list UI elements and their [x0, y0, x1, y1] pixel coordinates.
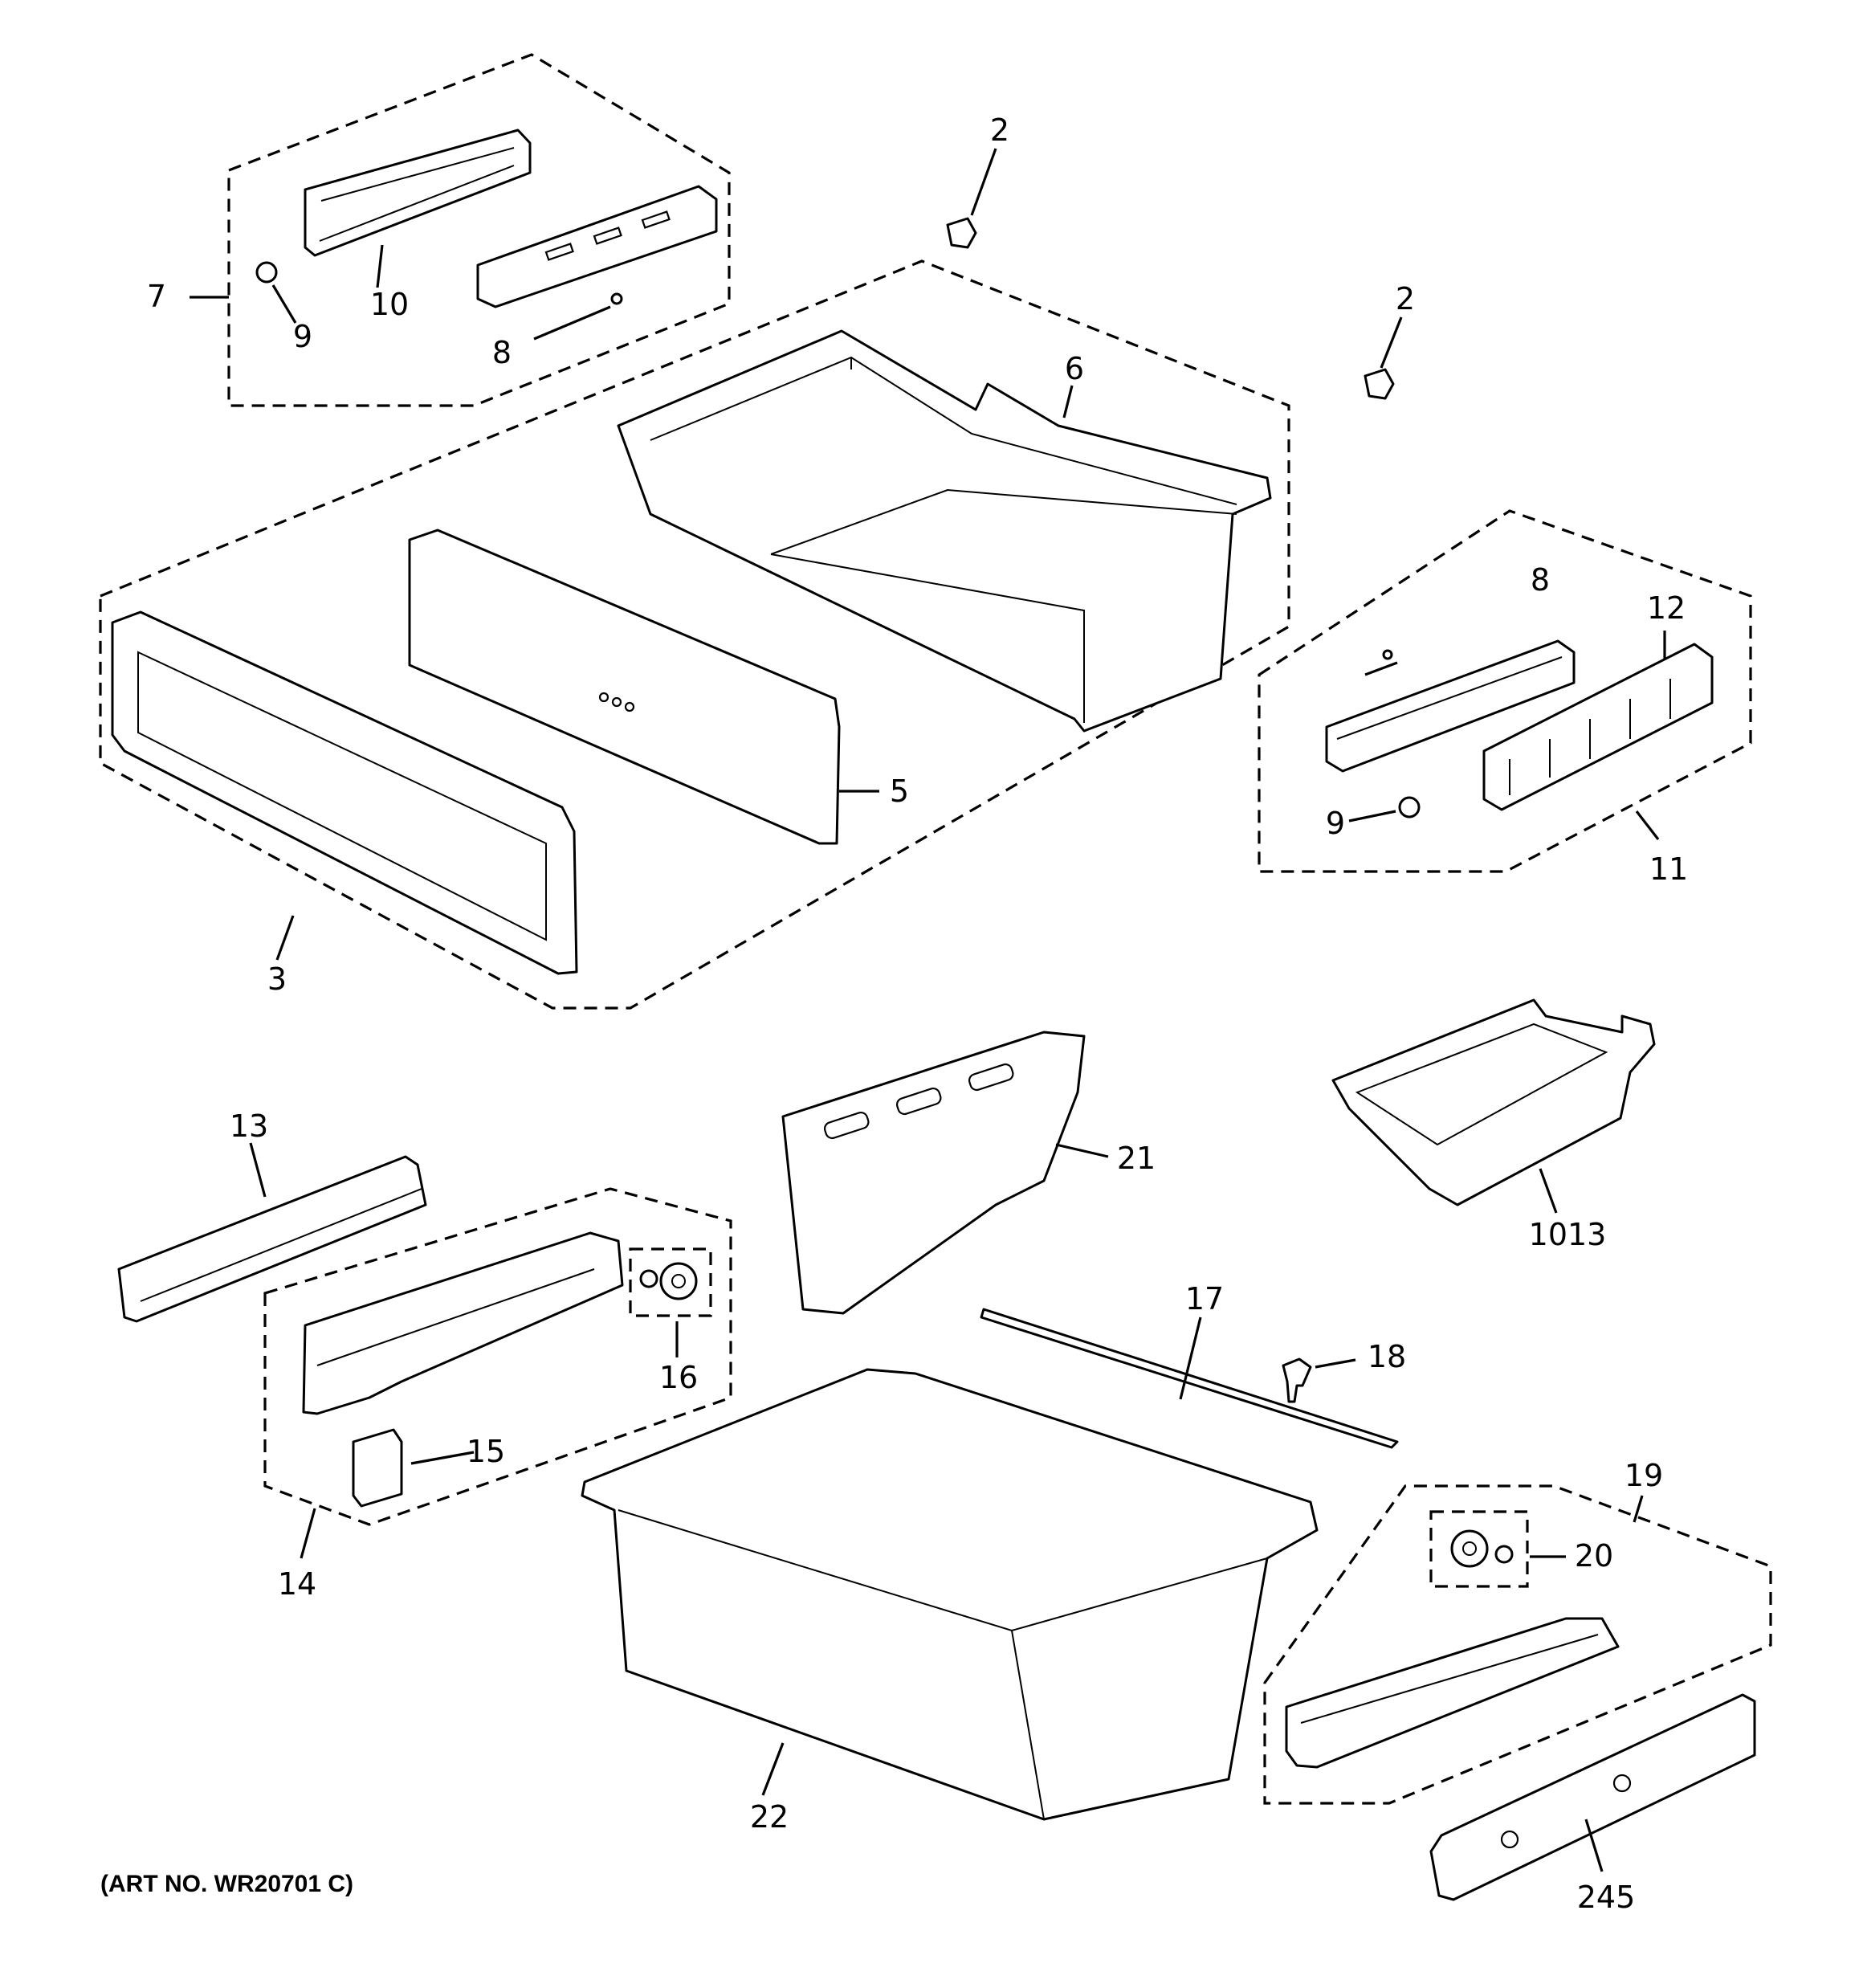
part-10-bracket: [304, 129, 532, 257]
callout-20: 20: [1575, 1538, 1613, 1574]
part-2-clip-lower: [1364, 368, 1395, 400]
callout-18: 18: [1368, 1339, 1406, 1374]
part-8-screw: [610, 292, 623, 305]
callout-7: 7: [147, 279, 166, 314]
callout-14: 14: [278, 1566, 316, 1602]
callout-245: 245: [1577, 1880, 1636, 1915]
part-18-push-pin: [1282, 1357, 1312, 1403]
part-8-slide-rail: [476, 185, 718, 308]
callout-10: 10: [370, 287, 409, 322]
part-16-gear: [639, 1262, 698, 1300]
group-drawer-outline: [99, 259, 1290, 1010]
part-22-basket: [581, 1368, 1319, 1821]
callout-8-right: 8: [1531, 562, 1550, 598]
part-14-rail-assembly: [302, 1231, 624, 1415]
leader-lines: [190, 148, 1666, 1872]
art-number: (ART NO. WR20701 C): [100, 1871, 353, 1897]
callout-2-lower: 2: [1396, 281, 1415, 316]
callout-16: 16: [659, 1360, 698, 1395]
part-6-drawer-bin: [617, 329, 1272, 733]
group-19-outline: [1263, 1484, 1772, 1805]
part-12-bracket-right: [1482, 643, 1714, 811]
group-16-outline: [629, 1247, 712, 1317]
callout-8-upper: 8: [492, 335, 512, 370]
part-3-drawer-front: [111, 610, 578, 975]
callout-5: 5: [890, 774, 909, 809]
group-11-outline: [1258, 509, 1752, 873]
part-21-basket-divider: [781, 1031, 1086, 1315]
callout-1013: 1013: [1529, 1217, 1607, 1252]
callout-labels: 2 2 3 5 6 7 8 8 9 9 10 11 12 13 14 15 16…: [147, 112, 1688, 1915]
callout-6: 6: [1065, 351, 1084, 386]
callout-9-upper: 9: [293, 319, 312, 354]
part-8-rail-right: [1325, 639, 1576, 773]
part-13-rail: [117, 1155, 427, 1323]
part-245-bracket: [1429, 1693, 1756, 1901]
callout-9-right: 9: [1326, 806, 1345, 841]
callout-3: 3: [267, 961, 287, 997]
part-5-front-frame: [408, 529, 841, 845]
callout-22: 22: [750, 1799, 789, 1835]
part-17-rod: [980, 1308, 1399, 1449]
callout-11: 11: [1649, 851, 1688, 887]
part-15-clip: [352, 1428, 403, 1508]
group-14-outline: [263, 1187, 732, 1526]
part-2-clip-upper: [946, 217, 977, 249]
callout-17: 17: [1185, 1281, 1224, 1316]
group-20-outline: [1429, 1510, 1529, 1588]
part-9-screw-right: [1398, 796, 1421, 818]
callout-15: 15: [467, 1434, 505, 1469]
part-8-pin-right: [1382, 649, 1393, 660]
callout-12: 12: [1647, 590, 1686, 626]
callout-13: 13: [230, 1108, 268, 1144]
callout-2-upper: 2: [990, 112, 1009, 148]
group-7-outline: [227, 53, 731, 407]
callout-21: 21: [1117, 1141, 1156, 1176]
part-20-gear: [1450, 1529, 1514, 1568]
part-19-rail: [1285, 1617, 1620, 1769]
part-9-screw: [255, 261, 278, 284]
part-1013-ice-tray: [1331, 998, 1656, 1206]
callout-19: 19: [1625, 1458, 1663, 1493]
